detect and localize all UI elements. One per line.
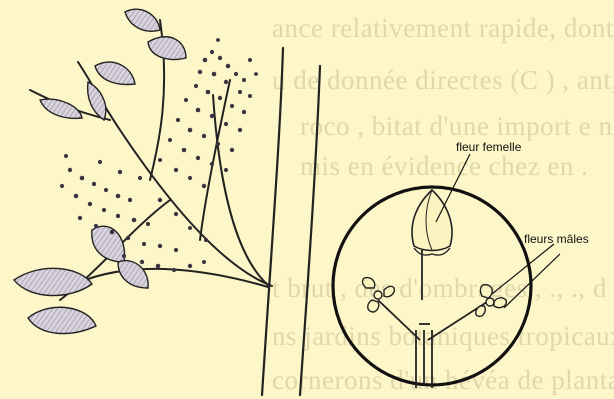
leaf [28,307,96,333]
leaf [125,9,160,31]
leaf-group [14,9,186,333]
female-flower-bud [412,190,452,251]
lower-panicle [60,154,208,272]
trunk [262,48,320,395]
male-flower-right [476,285,507,317]
leaf [95,62,135,84]
male-flowers-label: fleurs mâles [524,232,589,246]
upper-panicle [158,38,258,188]
leaf [40,99,82,118]
leaf [14,268,92,295]
leaf [92,226,125,262]
twig-branches [30,20,272,300]
detail-circle [333,187,531,388]
leaf [118,261,148,288]
leader-lines [436,154,560,308]
female-flower-label: fleur femelle [456,140,521,154]
male-flower-left [363,278,395,312]
flower-clusters [60,38,258,272]
leaf [148,37,186,60]
